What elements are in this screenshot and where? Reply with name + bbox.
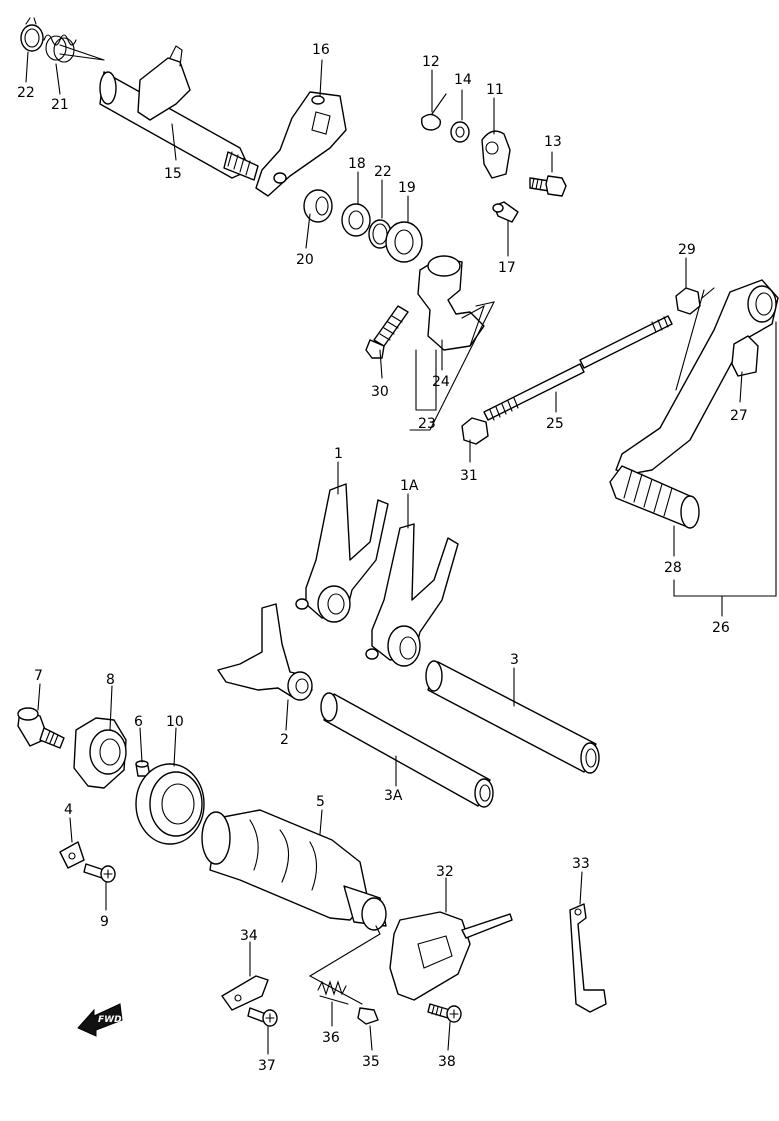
callout-30: 30 [371,384,389,400]
part-8-cam-stopper [73,717,127,789]
part-29-nut [675,287,701,315]
callout-19: 19 [398,180,416,196]
part-11-arm [481,130,511,179]
callout-18: 18 [348,156,366,172]
part-17-stud [492,201,519,223]
callout-35: 35 [362,1054,380,1070]
callout-23: 23 [418,416,436,432]
callout-13: 13 [544,134,562,150]
callout-31: 31 [460,468,478,484]
callout-34: 34 [240,928,258,944]
callout-9: 9 [100,914,109,930]
part-28-pedal-rubber [609,465,700,529]
part-34-plate [221,975,269,1011]
part-30-bolt [365,305,409,359]
callout-25: 25 [546,416,564,432]
callout-8: 8 [106,672,115,688]
callout-17: 17 [498,260,516,276]
part-15-shift-shaft [99,45,259,181]
part-12-clip [421,93,447,131]
part-35-pin [357,1007,379,1025]
callout-28: 28 [664,560,682,576]
part-36-spring [317,980,349,1005]
part-6-dowel-pin [135,760,151,777]
callout-14: 14 [454,72,472,88]
part-4-plate [59,841,85,869]
callout-16: 16 [312,42,330,58]
part-25-rod [483,315,673,421]
leader-lines [25,51,743,1055]
callout-36: 36 [322,1030,340,1046]
part-24-lever [409,255,496,431]
callout-6: 6 [134,714,143,730]
callout-4: 4 [64,802,73,818]
callout-21: 21 [51,97,69,113]
part-1-shift-fork [295,483,389,623]
callout-3A: 3A [384,788,403,804]
callout-26: 26 [712,620,730,636]
part-31-nut [461,417,489,445]
callout-labels: 22 21 15 16 12 14 11 13 18 22 19 20 17 2… [17,42,748,1074]
callout-22-top: 22 [17,85,35,101]
part-18-washer [341,203,371,237]
part-13-bolt [529,175,567,197]
part-22-circlip [20,17,44,52]
fwd-label: FWD [98,1015,122,1025]
callout-22-mid: 22 [374,164,392,180]
part-21-spring [43,34,105,63]
callout-3: 3 [510,652,519,668]
callout-37: 37 [258,1058,276,1074]
part-37-screw [247,1007,278,1027]
callout-2: 2 [280,732,289,748]
part-1A-shift-fork [365,523,459,667]
part-16-shift-plate [255,91,347,197]
part-2-shift-fork [217,603,313,701]
part-38-screw [427,1003,462,1023]
callout-5: 5 [316,794,325,810]
part-9-screw [83,863,116,883]
part-3A-fork-shaft [320,692,494,808]
part-33-bracket [569,903,607,1013]
callout-38: 38 [438,1054,456,1070]
part-19-bush [385,221,423,263]
callout-33: 33 [572,856,590,872]
part-5-cam-drum [201,809,387,1005]
part-10-bearing [135,763,205,845]
callout-10: 10 [166,714,184,730]
fwd-arrow-icon: FWD [77,1003,123,1037]
callout-32: 32 [436,864,454,880]
callout-7: 7 [34,668,43,684]
callout-24: 24 [432,374,450,390]
part-32-cam-plate [389,911,513,1001]
callout-11: 11 [486,82,504,98]
callout-15: 15 [164,166,182,182]
callout-1: 1 [334,446,343,462]
part-26-shift-pedal [615,279,779,597]
callout-1A: 1A [400,478,419,494]
callout-20: 20 [296,252,314,268]
callout-12: 12 [422,54,440,70]
part-3-fork-shaft [425,660,600,774]
part-7-pin [17,707,65,749]
callout-29: 29 [678,242,696,258]
callout-27: 27 [730,408,748,424]
part-14-washer [450,121,470,143]
part-20-collar [303,189,333,223]
